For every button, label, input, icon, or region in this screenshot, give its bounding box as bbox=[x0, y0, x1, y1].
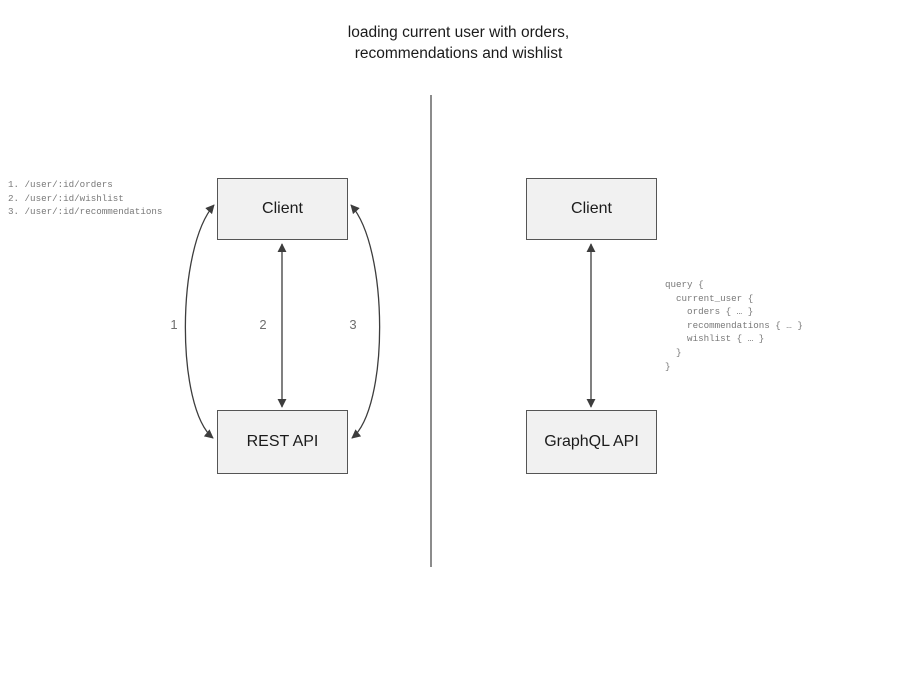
node-label: GraphQL API bbox=[544, 433, 639, 450]
node-graphql-api[interactable]: GraphQL API bbox=[526, 410, 657, 474]
edge-label-1: 1 bbox=[170, 317, 178, 332]
edge-3-recommendations-arc bbox=[350, 204, 381, 439]
node-label: Client bbox=[571, 200, 612, 217]
node-client-graphql[interactable]: Client bbox=[526, 178, 657, 240]
edge-label-3: 3 bbox=[349, 317, 357, 332]
diagram-title: loading current user with orders, recomm… bbox=[347, 24, 570, 62]
node-rest-api[interactable]: REST API bbox=[217, 410, 348, 474]
node-label: Client bbox=[262, 200, 303, 217]
edge-label-2: 2 bbox=[259, 317, 267, 332]
node-client-rest[interactable]: Client bbox=[217, 178, 348, 240]
rest-endpoint-list: 1. /user/:id/orders 2. /user/:id/wishlis… bbox=[8, 179, 163, 218]
edge-1-orders-arc bbox=[184, 204, 215, 439]
node-label: REST API bbox=[246, 433, 319, 450]
graphql-query-block: query { current_user { orders { … } reco… bbox=[665, 279, 803, 372]
